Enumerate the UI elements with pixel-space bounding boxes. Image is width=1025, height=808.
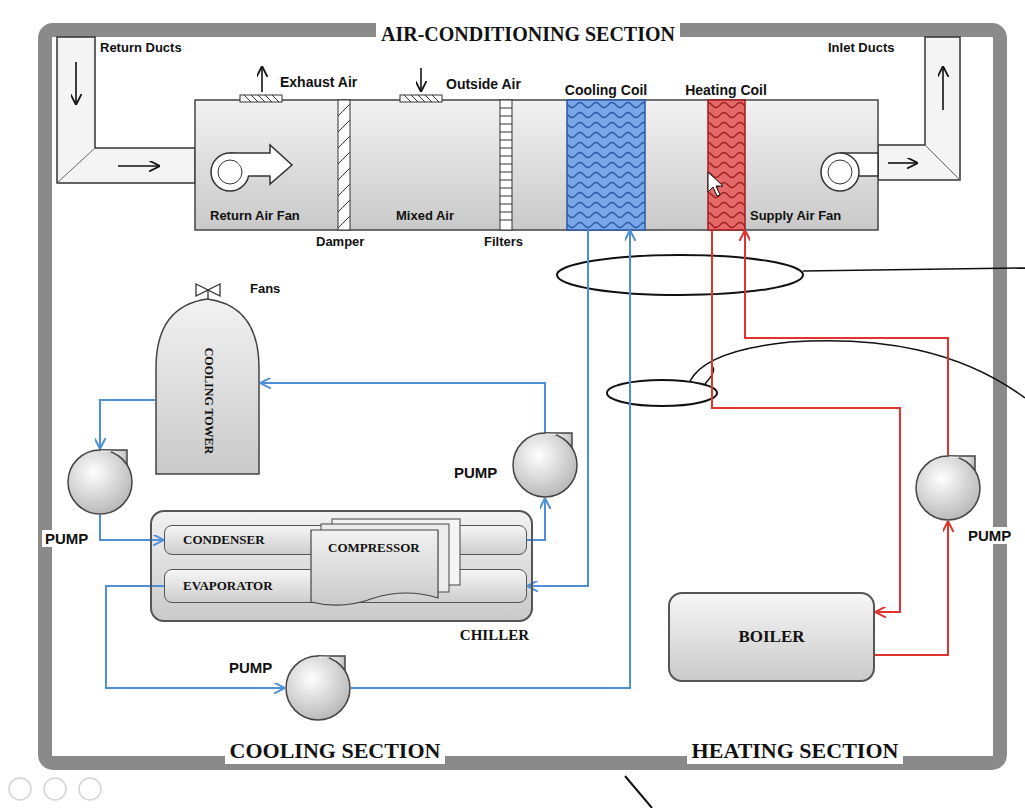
node-label: EVAPORATOR bbox=[183, 578, 273, 594]
compressor-outline bbox=[310, 518, 462, 610]
part-label: Damper bbox=[316, 234, 364, 250]
pipe-line bbox=[100, 400, 155, 449]
air-label: Exhaust Air bbox=[280, 74, 357, 91]
pipe-line bbox=[712, 230, 900, 612]
node-label: CHILLER bbox=[460, 627, 529, 644]
node-label: PUMP bbox=[229, 659, 272, 676]
pump-symbol bbox=[285, 655, 351, 721]
section-title: HEATING SECTION bbox=[687, 738, 904, 764]
pump: PUMP bbox=[67, 449, 133, 515]
pipe-line bbox=[100, 515, 164, 540]
pipe-line bbox=[745, 230, 948, 455]
section-title: AIR-CONDITIONING SECTION bbox=[376, 22, 680, 46]
pipe-line bbox=[527, 230, 588, 586]
pump-symbol bbox=[67, 449, 133, 515]
part-label: Mixed Air bbox=[396, 208, 454, 224]
pump-symbol bbox=[915, 455, 981, 521]
node-label: BOILER bbox=[738, 627, 804, 647]
pump: PUMP bbox=[512, 432, 578, 498]
air-label: Outside Air bbox=[446, 76, 521, 93]
part-label: Supply Air Fan bbox=[750, 208, 841, 224]
part-label: Return Air Fan bbox=[210, 208, 300, 224]
node-label: PUMP bbox=[42, 530, 91, 547]
compressor: COMPRESSOR bbox=[310, 518, 462, 610]
node-label: COMPRESSOR bbox=[328, 540, 420, 556]
boiler: BOILER bbox=[668, 592, 875, 682]
cooling-tower: COOLING TOWER bbox=[155, 298, 260, 475]
node-label: COOLING TOWER bbox=[200, 347, 215, 454]
pump-symbol bbox=[512, 432, 578, 498]
node-label: Cooling Coil bbox=[559, 82, 653, 98]
node-label: Heating Coil bbox=[682, 82, 770, 98]
pipe-line bbox=[351, 230, 630, 688]
pipe-line bbox=[260, 383, 545, 432]
part-label: Fans bbox=[250, 281, 280, 297]
pipe-line bbox=[527, 498, 545, 540]
node-label: PUMP bbox=[965, 527, 1014, 544]
pipe-line bbox=[875, 521, 948, 655]
chiller: CONDENSERCOMPRESSOREVAPORATORCHILLER bbox=[150, 510, 533, 622]
node-label: CONDENSER bbox=[183, 532, 265, 548]
section-title: COOLING SECTION bbox=[225, 738, 446, 764]
heating-coil: Heating Coil bbox=[682, 82, 770, 230]
node-label: PUMP bbox=[454, 464, 497, 481]
part-label: Filters bbox=[484, 234, 523, 250]
duct-label: Inlet Ducts bbox=[828, 40, 894, 56]
pump: PUMP bbox=[915, 455, 981, 521]
cooling-coil: Cooling Coil bbox=[559, 82, 653, 230]
pump: PUMP bbox=[285, 655, 351, 721]
duct-label: Return Ducts bbox=[100, 40, 182, 56]
